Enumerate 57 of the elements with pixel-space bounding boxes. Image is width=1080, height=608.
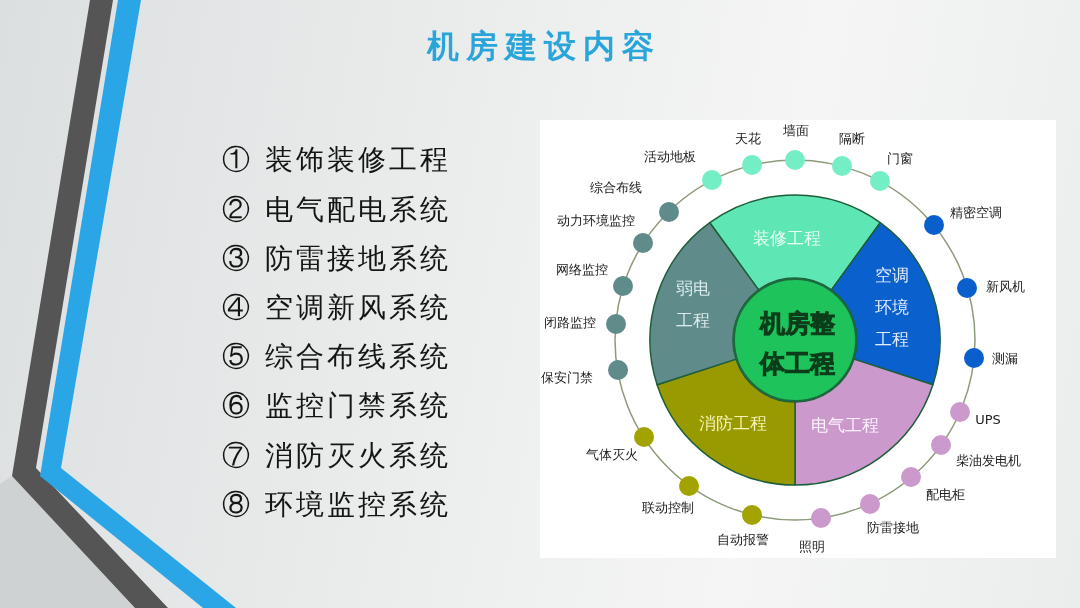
sector-label: 弱电工程 bbox=[675, 277, 711, 332]
list-item: ⑦ 消防灭火系统 bbox=[222, 438, 451, 474]
dot-label: 防雷接地 bbox=[867, 519, 919, 537]
ring-dot bbox=[957, 278, 978, 299]
dot-label: 门窗 bbox=[887, 150, 913, 168]
list-item: ② 电气配电系统 bbox=[222, 192, 451, 228]
ring-dot bbox=[964, 348, 985, 369]
dot-label: 动力环境监控 bbox=[557, 212, 635, 230]
dot-label: 配电柜 bbox=[925, 486, 965, 504]
list-item: ⑧ 环境监控系统 bbox=[222, 487, 451, 523]
dot-label: 网络监控 bbox=[556, 261, 608, 279]
slide-title: 机房建设内容 bbox=[427, 26, 661, 67]
ring-dot bbox=[860, 493, 881, 514]
dot-label: 隔断 bbox=[839, 130, 865, 148]
dot-label: 闭路监控 bbox=[544, 314, 596, 332]
ring-dot bbox=[742, 155, 763, 176]
dot-label: 柴油发电机 bbox=[955, 452, 1021, 470]
sector-label: 装修工程 bbox=[753, 227, 821, 250]
list-item: ① 装饰装修工程 bbox=[222, 142, 451, 178]
list-item: ⑥ 监控门禁系统 bbox=[222, 388, 451, 424]
ring-dot bbox=[831, 156, 852, 177]
ring-dot bbox=[949, 402, 970, 423]
ring-dot bbox=[613, 276, 634, 297]
ring-dot bbox=[901, 467, 922, 488]
dot-label: 精密空调 bbox=[950, 204, 1002, 222]
ring-dot bbox=[702, 170, 723, 191]
list-item: ③ 防雷接地系统 bbox=[222, 241, 451, 277]
center-label: 机房整体工程 bbox=[758, 308, 836, 380]
dot-label: 联动控制 bbox=[642, 499, 694, 517]
ring-dot bbox=[742, 504, 763, 525]
dot-label: 自动报警 bbox=[717, 531, 769, 549]
sector-label: 电气工程 bbox=[811, 414, 879, 437]
dot-label: 气体灭火 bbox=[586, 446, 638, 464]
dot-label: 新风机 bbox=[985, 278, 1025, 296]
dot-label: 保安门禁 bbox=[541, 369, 593, 387]
sector-label: 消防工程 bbox=[699, 412, 767, 435]
ring-dot bbox=[633, 233, 654, 253]
sector-label: 空调环境工程 bbox=[874, 264, 910, 351]
ring-dot bbox=[931, 435, 952, 456]
ring-dot bbox=[811, 508, 832, 529]
ring-dot bbox=[679, 475, 700, 496]
ring-dot bbox=[869, 171, 890, 192]
dot-label: 综合布线 bbox=[590, 179, 642, 197]
ring-dot bbox=[607, 360, 628, 380]
ring-dot bbox=[605, 314, 626, 335]
ring-dot bbox=[923, 215, 944, 236]
list-item: ④ 空调新风系统 bbox=[222, 290, 451, 326]
ring-dot bbox=[658, 201, 679, 222]
dot-label: 天花 bbox=[735, 130, 761, 148]
dot-label: UPS bbox=[975, 411, 1001, 427]
ring-dot bbox=[785, 150, 805, 170]
dot-label: 照明 bbox=[799, 538, 825, 556]
ring-dot bbox=[633, 427, 654, 448]
dot-label: 墙面 bbox=[783, 122, 809, 140]
list-item: ⑤ 综合布线系统 bbox=[222, 339, 451, 375]
dot-label: 活动地板 bbox=[644, 148, 696, 166]
dot-label: 测漏 bbox=[992, 350, 1018, 368]
